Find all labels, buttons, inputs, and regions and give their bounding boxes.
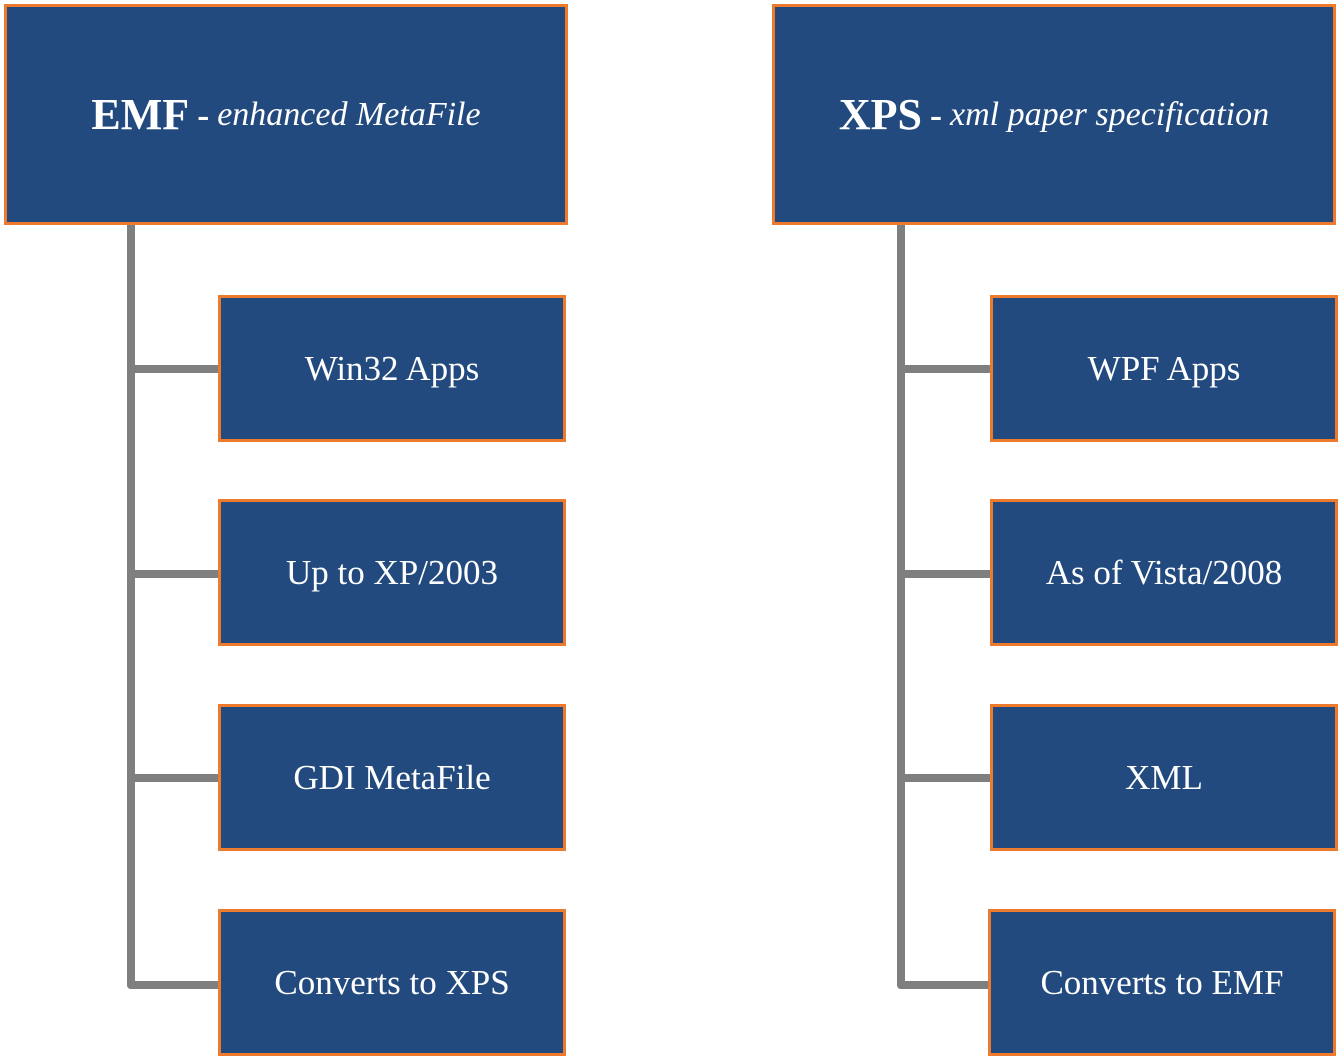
- xps-child-label: Converts to EMF: [1040, 962, 1284, 1002]
- xps-child-label: As of Vista/2008: [1045, 552, 1283, 592]
- xps-child-box-converts-to-emf: Converts to EMF: [988, 909, 1336, 1056]
- xps-child-box-xml: XML: [990, 704, 1338, 851]
- emf-child-label: GDI MetaFile: [293, 757, 491, 797]
- xps-child-label: WPF Apps: [1087, 348, 1241, 388]
- xps-child-box-as-of-vista: As of Vista/2008: [990, 499, 1338, 646]
- emf-child-box-win32-apps: Win32 Apps: [218, 295, 566, 442]
- emf-child-box-up-to-xp: Up to XP/2003: [218, 499, 566, 646]
- xps-root-box: XPS - xml paper specification: [772, 4, 1336, 225]
- xps-root-abbr: XPS: [838, 90, 922, 139]
- emf-child-label: Converts to XPS: [274, 962, 510, 1002]
- emf-child-box-gdi-metafile: GDI MetaFile: [218, 704, 566, 851]
- emf-root-full-name: enhanced MetaFile: [217, 95, 481, 133]
- xps-child-label: XML: [1125, 757, 1203, 797]
- emf-root-box: EMF - enhanced MetaFile: [4, 4, 568, 225]
- emf-root-separator: -: [197, 94, 210, 135]
- emf-child-label: Up to XP/2003: [286, 552, 498, 592]
- xps-root-separator: -: [929, 94, 942, 135]
- xps-child-box-wpf-apps: WPF Apps: [990, 295, 1338, 442]
- xps-root-full-name: xml paper specification: [949, 95, 1270, 133]
- emf-child-label: Win32 Apps: [304, 348, 480, 388]
- emf-child-box-converts-to-xps: Converts to XPS: [218, 909, 566, 1056]
- emf-root-abbr: EMF: [91, 90, 190, 139]
